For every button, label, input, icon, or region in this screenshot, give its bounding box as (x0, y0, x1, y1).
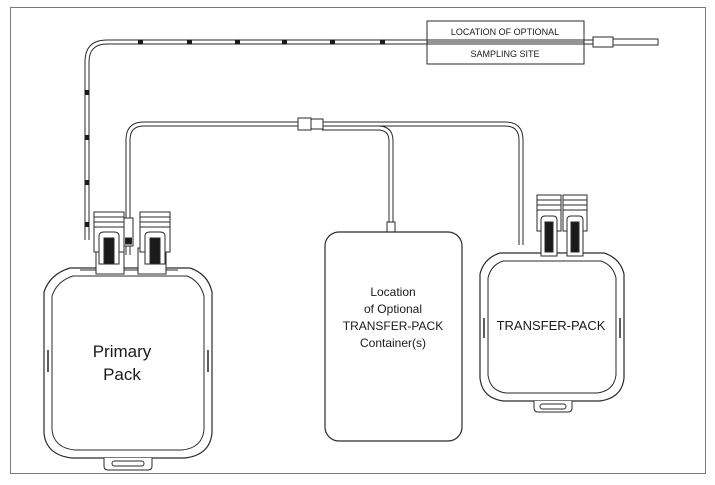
diagram-frame (10, 7, 706, 474)
primary-pack-label-line2: Pack (103, 365, 141, 384)
sampling-site-label-line1: LOCATION OF OPTIONAL (451, 27, 559, 37)
optional-container-box (324, 231, 463, 442)
sampling-site-label-line2: SAMPLING SITE (470, 49, 539, 59)
transfer-pack-label: TRANSFER-PACK (497, 318, 606, 333)
transfer-pack: TRANSFER-PACK (479, 194, 625, 413)
primary-pack-bag (43, 267, 213, 459)
transfer-tube (125, 121, 524, 255)
sampling-site-label-box: LOCATION OF OPTIONAL SAMPLING SITE (426, 20, 585, 65)
primary-port-protector-right (139, 211, 171, 265)
inline-clamp (123, 217, 134, 247)
sampling-needle (592, 36, 659, 48)
optional-container-label-line4: Container(s) (360, 336, 426, 350)
sampling-tube (84, 39, 593, 240)
primary-pack: Primary Pack (43, 211, 213, 471)
optional-container-port (386, 221, 396, 233)
primary-port-protector-left (93, 211, 125, 265)
optional-container-label-line2: of Optional (364, 302, 422, 316)
tube-markers (84, 39, 385, 227)
optional-container-label-line3: TRANSFER-PACK (343, 319, 443, 333)
transfer-port-protector-right (562, 194, 588, 257)
optional-container-label-line1: Location (370, 285, 415, 299)
y-connector (297, 117, 324, 131)
transfer-pack-bag (479, 252, 625, 402)
primary-pack-label-line1: Primary (93, 342, 152, 361)
transfer-port-protector-left (536, 194, 562, 257)
optional-container: Location of Optional TRANSFER-PACK Conta… (324, 231, 463, 442)
